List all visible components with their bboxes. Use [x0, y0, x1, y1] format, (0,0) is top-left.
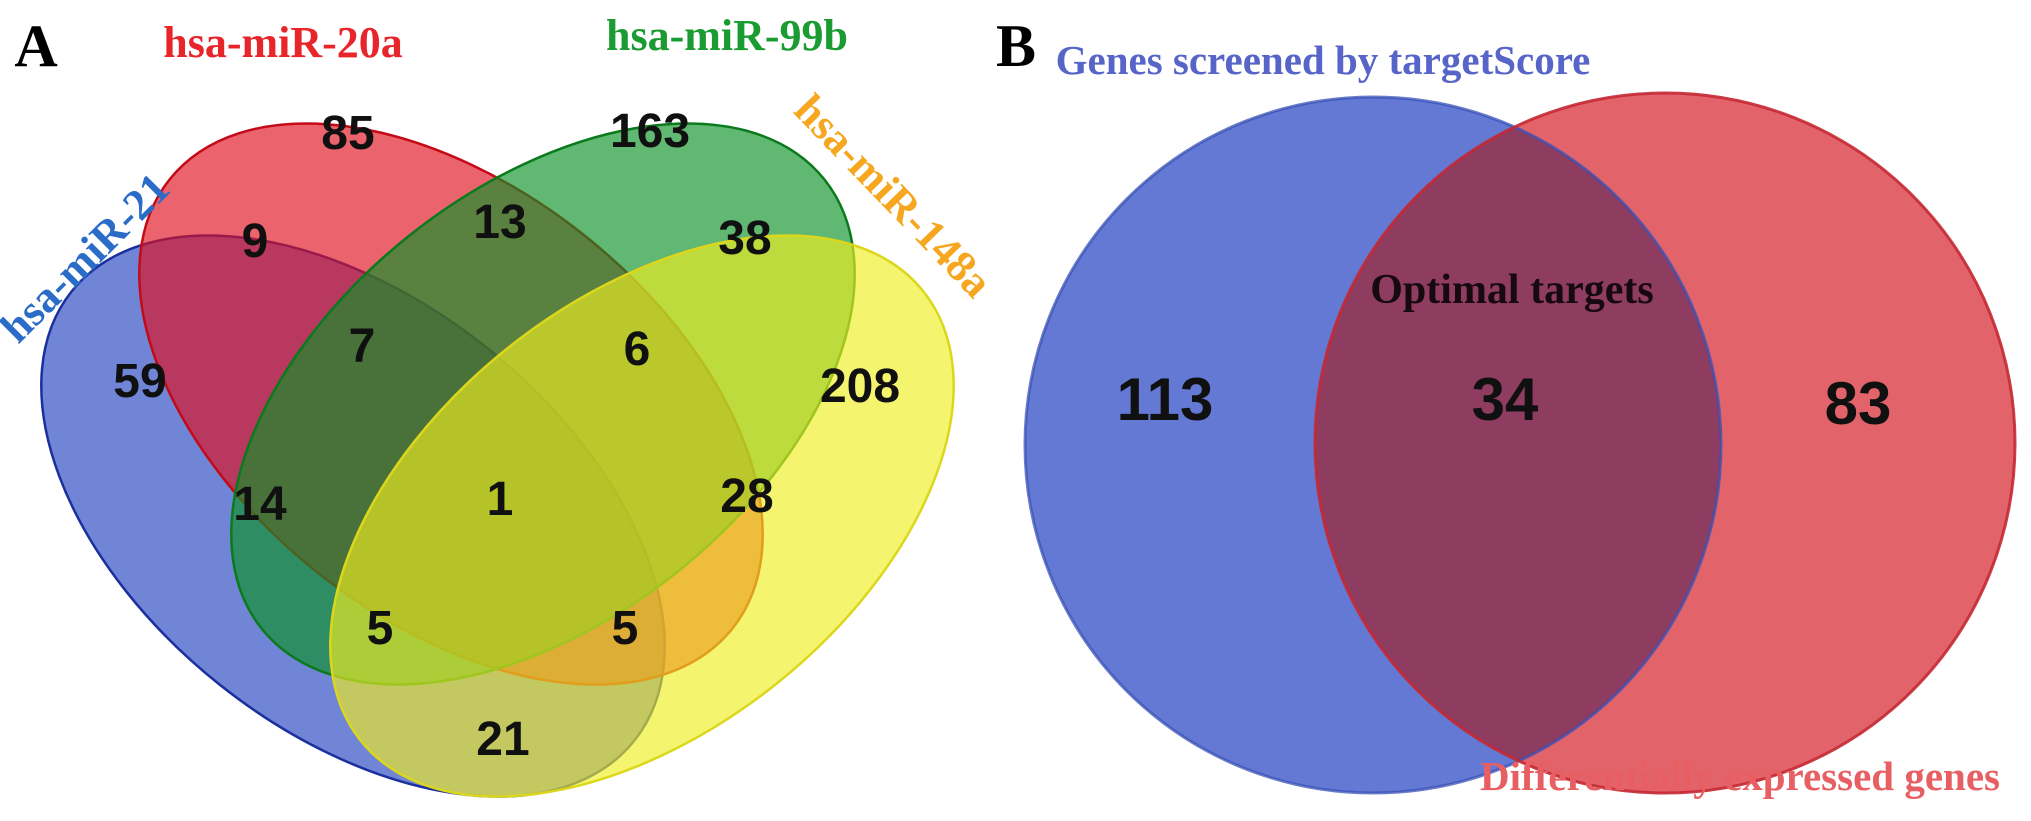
- count-overlap: 34: [1472, 366, 1539, 433]
- set-label-targetscore: Genes screened by targetScore: [1056, 37, 1591, 83]
- venn-circle-deg-outline: [1313, 91, 2017, 795]
- count-mir99b-mir148a: 38: [718, 212, 771, 265]
- count-mir20a-mir99b: 13: [473, 196, 526, 249]
- venn-circle-targetscore-outline: [1023, 95, 1723, 795]
- count-mir21-mir20a-mir148a: 5: [612, 602, 639, 655]
- count-mir21-mir99b: 14: [233, 478, 287, 531]
- count-mir21-mir20a-mir99b: 7: [349, 320, 376, 373]
- count-mir99b-only: 163: [610, 105, 690, 158]
- count-targetscore-only: 113: [1117, 366, 1214, 433]
- set-label-mir20a: hsa-miR-20a: [163, 18, 403, 67]
- count-mir20a-mir148a: 28: [720, 470, 773, 523]
- panel-a-letter: A: [14, 13, 57, 79]
- set-label-deg: Differentially expressed genes: [1480, 753, 2000, 799]
- count-mir20a-mir99b-mir148a: 6: [624, 323, 651, 376]
- count-all-four: 1: [487, 473, 514, 526]
- count-mir21-mir148a: 21: [476, 713, 529, 766]
- panel-b-letter: B: [996, 13, 1036, 79]
- overlap-region-label: Optimal targets: [1370, 267, 1653, 313]
- count-mir21-mir20a: 9: [242, 215, 269, 268]
- count-deg-only: 83: [1825, 370, 1892, 437]
- panel-a-venn: A hsa-miR-20a hsa-miR-99b hsa-miR-21 hsa…: [0, 11, 1002, 798]
- count-mir21-mir99b-mir148a: 5: [367, 602, 394, 655]
- count-mir20a-only: 85: [321, 107, 374, 160]
- venn-ellipse-mir148a: [329, 234, 955, 798]
- venn-overlap-lens: [1314, 127, 1722, 761]
- count-mir148a-only: 208: [820, 360, 900, 413]
- panel-b-venn: B Genes screened by targetScore Optimal …: [996, 13, 2017, 799]
- count-mir21-only: 59: [113, 355, 166, 408]
- set-label-mir99b: hsa-miR-99b: [606, 11, 848, 60]
